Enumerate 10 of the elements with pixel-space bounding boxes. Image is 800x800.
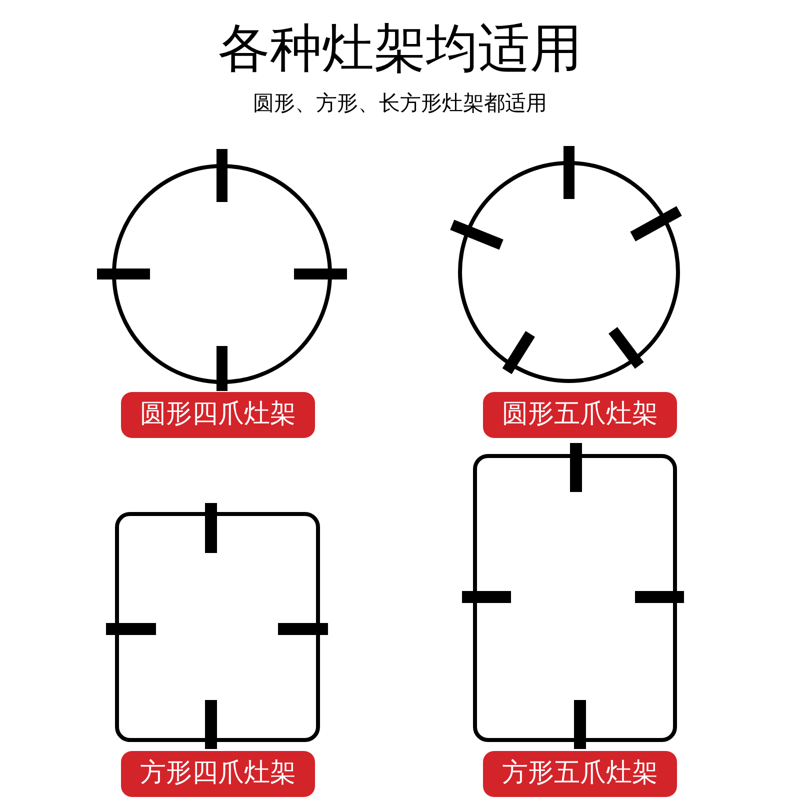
subtitle: 圆形、方形、长方形灶架都适用 — [253, 90, 547, 117]
label-text: 方形五爪灶架 — [502, 758, 658, 790]
label-tag — [483, 392, 677, 438]
label-tag — [121, 392, 315, 438]
label-text: 圆形四爪灶架 — [140, 399, 296, 431]
label-text: 方形四爪灶架 — [140, 758, 296, 790]
label-text: 圆形五爪灶架 — [502, 399, 658, 431]
label-tag — [121, 751, 315, 797]
title: 各种灶架均适用 — [218, 18, 582, 80]
label-tag — [483, 751, 677, 797]
